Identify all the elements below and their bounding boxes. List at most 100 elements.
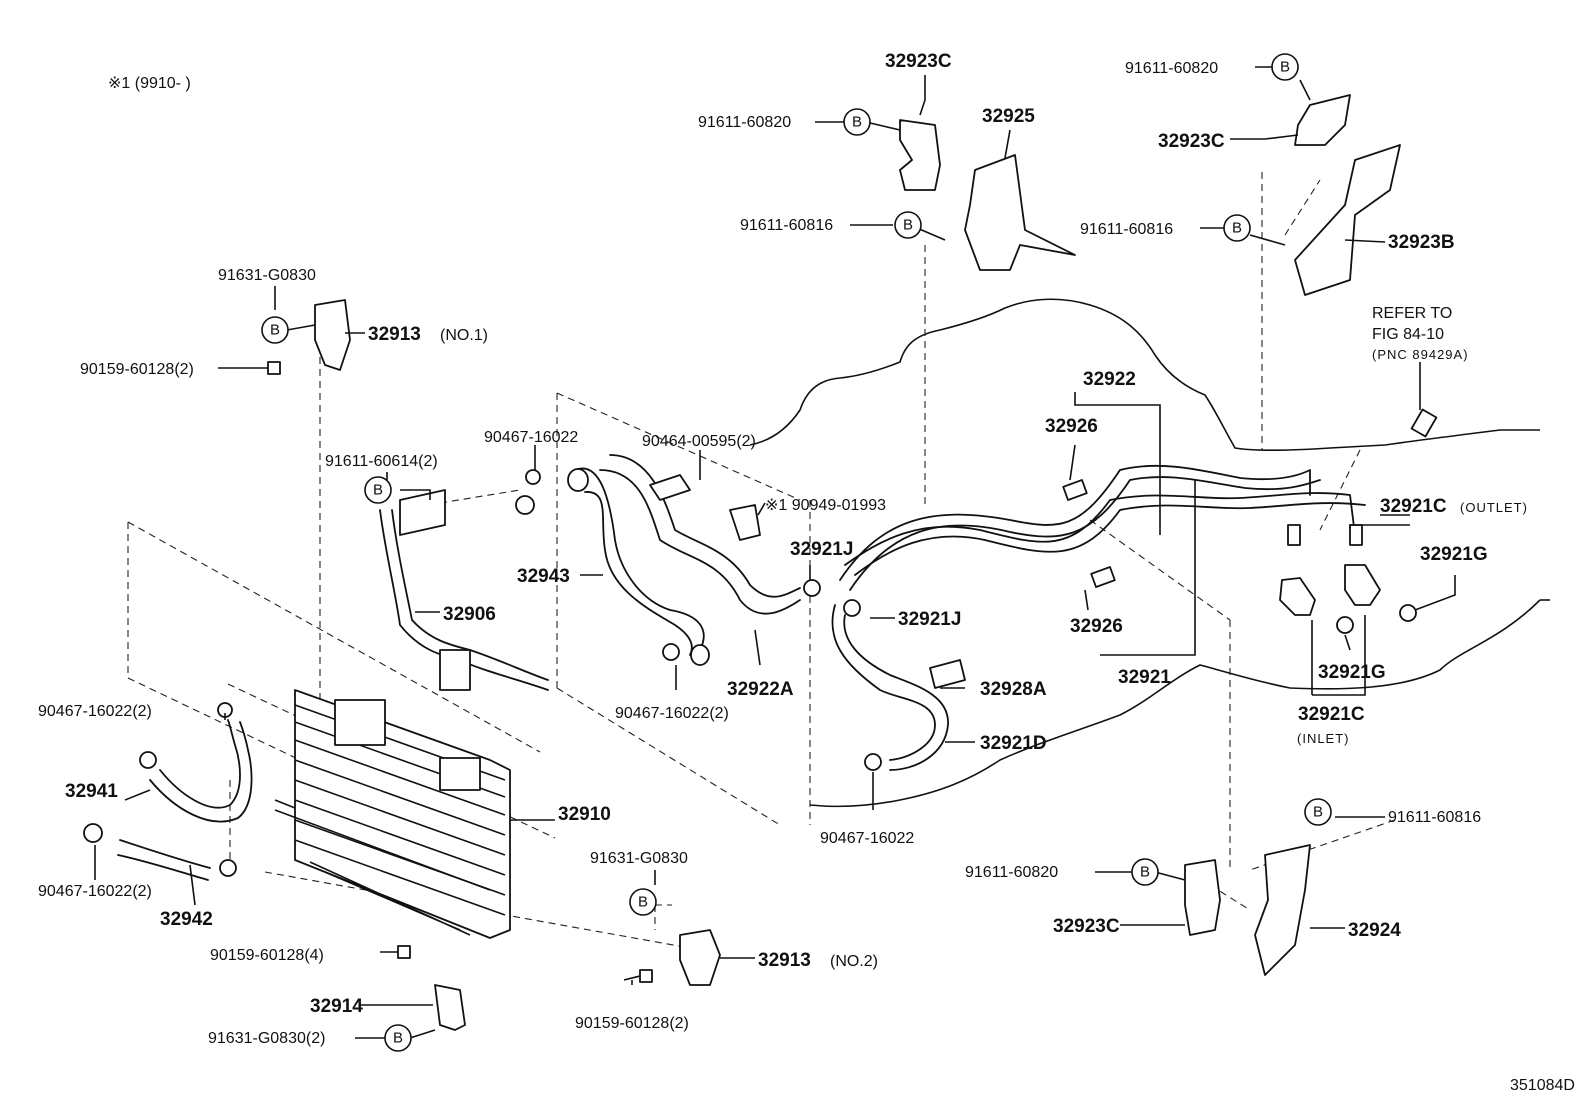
label-90949-01993: ※1 90949-01993 bbox=[765, 497, 886, 514]
refer-to-pnc: (PNC 89429A) bbox=[1372, 347, 1469, 362]
label-90159-60128: 90159-60128(2) bbox=[80, 361, 194, 378]
label-32921c-inlet: 32921C bbox=[1298, 704, 1365, 725]
label-32913: 32913 bbox=[758, 950, 811, 971]
svg-text:B: B bbox=[903, 217, 913, 234]
label-32923c: 32923C bbox=[1158, 131, 1225, 152]
label-91611-60816: 91611-60816 bbox=[740, 217, 833, 234]
label-32923c: 32923C bbox=[1053, 916, 1120, 937]
bracket-32914 bbox=[434, 984, 466, 1031]
label-32921: 32921 bbox=[1118, 667, 1171, 688]
label-90159-60128-2: 90159-60128(2) bbox=[575, 1015, 689, 1032]
bolts bbox=[245, 361, 653, 983]
bolt-marker-b-1: B bbox=[261, 316, 289, 344]
bolt-marker-b-5: B bbox=[1271, 53, 1299, 81]
label-32906: 32906 bbox=[443, 604, 496, 625]
label-32926: 32926 bbox=[1070, 616, 1123, 637]
fittings-32921c bbox=[1279, 524, 1417, 634]
bracket-32924 bbox=[1254, 844, 1311, 976]
refer-to-line1: REFER TO bbox=[1372, 305, 1452, 322]
label-32941: 32941 bbox=[65, 781, 118, 802]
label-32926: 32926 bbox=[1045, 416, 1098, 437]
bolt-marker-b-8: B bbox=[384, 1024, 412, 1052]
label-91611-60816: 91611-60816 bbox=[1388, 809, 1481, 826]
label-inlet: (INLET) bbox=[1297, 731, 1350, 746]
label-90467-16022: 90467-16022 bbox=[820, 830, 914, 847]
label-32923c: 32923C bbox=[885, 51, 952, 72]
hose-32942 bbox=[117, 839, 211, 881]
label-32921g: 32921G bbox=[1318, 662, 1386, 683]
svg-text:B: B bbox=[1140, 864, 1150, 881]
hose-32941 bbox=[149, 719, 253, 823]
label-32924: 32924 bbox=[1348, 920, 1401, 941]
bolt-marker-b-10: B bbox=[1131, 858, 1159, 886]
svg-text:B: B bbox=[1280, 59, 1290, 76]
bolt-marker-b-2: B bbox=[364, 476, 392, 504]
svg-text:B: B bbox=[270, 322, 280, 339]
label-32942: 32942 bbox=[160, 909, 213, 930]
engine-outline bbox=[749, 298, 1550, 808]
label-90159-60128-4: 90159-60128(4) bbox=[210, 947, 324, 964]
label-32928a: 32928A bbox=[980, 679, 1047, 700]
label-32921j: 32921J bbox=[898, 609, 961, 630]
figure-id: 351084D bbox=[1510, 1077, 1575, 1094]
tubes-32921-32922 bbox=[839, 464, 1366, 591]
label-91631-g0830: 91631-G0830 bbox=[590, 850, 688, 867]
label-91631-g0830-2: 91631-G0830(2) bbox=[208, 1030, 325, 1047]
tube-32906 bbox=[379, 489, 549, 691]
label-32922a: 32922A bbox=[727, 679, 794, 700]
bolt-marker-b-7: B bbox=[629, 888, 657, 916]
bolt-marker-b-4: B bbox=[894, 211, 922, 239]
svg-text:B: B bbox=[638, 894, 648, 911]
label-32910: 32910 bbox=[558, 804, 611, 825]
label-90467-16022: 90467-16022 bbox=[484, 429, 578, 446]
bolt-marker-b-6: B bbox=[1223, 214, 1251, 242]
svg-text:B: B bbox=[393, 1030, 403, 1047]
label-32914: 32914 bbox=[310, 996, 363, 1017]
label-32923b: 32923B bbox=[1388, 232, 1455, 253]
label-32943: 32943 bbox=[517, 566, 570, 587]
label-91611-60816: 91611-60816 bbox=[1080, 221, 1173, 238]
label-91611-60820: 91611-60820 bbox=[1125, 60, 1218, 77]
applicability-note: ※1 (9910- ) bbox=[108, 75, 191, 92]
bolt-marker-b-9: B bbox=[1304, 798, 1332, 826]
svg-text:B: B bbox=[373, 482, 383, 499]
label-91631-g0830: 91631-G0830 bbox=[218, 267, 316, 284]
label-90467-16022-2: 90467-16022(2) bbox=[615, 705, 729, 722]
label-32921g: 32921G bbox=[1420, 544, 1488, 565]
bolt-marker-b-3: B bbox=[843, 108, 871, 136]
bracket-32923c-top bbox=[899, 119, 941, 191]
label-91611-60820: 91611-60820 bbox=[965, 864, 1058, 881]
bracket-32923b bbox=[1294, 144, 1401, 296]
hose-32943 bbox=[567, 454, 801, 666]
label-32925: 32925 bbox=[982, 106, 1035, 127]
bracket-32913-no1 bbox=[314, 299, 351, 371]
bracket-32923c-right bbox=[1294, 94, 1351, 146]
svg-text:B: B bbox=[1232, 220, 1242, 237]
label-32913: 32913 bbox=[368, 324, 421, 345]
bracket-32925 bbox=[964, 154, 1076, 271]
label-32922: 32922 bbox=[1083, 369, 1136, 390]
clamps bbox=[83, 408, 1438, 877]
label-90464-00595: 90464-00595(2) bbox=[642, 433, 756, 450]
hose-32921d bbox=[831, 604, 949, 771]
label-90467-16022-2: 90467-16022(2) bbox=[38, 883, 152, 900]
oil-cooler-32910 bbox=[274, 689, 511, 939]
bracket-32913-no2 bbox=[679, 929, 721, 986]
bracket-32923c-bottom bbox=[1184, 859, 1221, 936]
label-outlet: (OUTLET) bbox=[1460, 500, 1528, 515]
refer-to-line2: FIG 84-10 bbox=[1372, 326, 1444, 343]
label-no1: (NO.1) bbox=[440, 327, 488, 344]
svg-text:B: B bbox=[1313, 804, 1323, 821]
label-no2: (NO.2) bbox=[830, 953, 878, 970]
label-91611-60614: 91611-60614(2) bbox=[325, 453, 438, 470]
label-32921d: 32921D bbox=[980, 733, 1047, 754]
part-labels: ※1 (9910- ) 91631-G0830 32913 (NO.1) 901… bbox=[38, 51, 1575, 1094]
label-32921j: 32921J bbox=[790, 539, 853, 560]
label-32921c-outlet: 32921C bbox=[1380, 496, 1447, 517]
label-91611-60820: 91611-60820 bbox=[698, 114, 791, 131]
label-90467-16022-2: 90467-16022(2) bbox=[38, 703, 152, 720]
leader-lines bbox=[94, 66, 1456, 1039]
svg-text:B: B bbox=[852, 114, 862, 131]
